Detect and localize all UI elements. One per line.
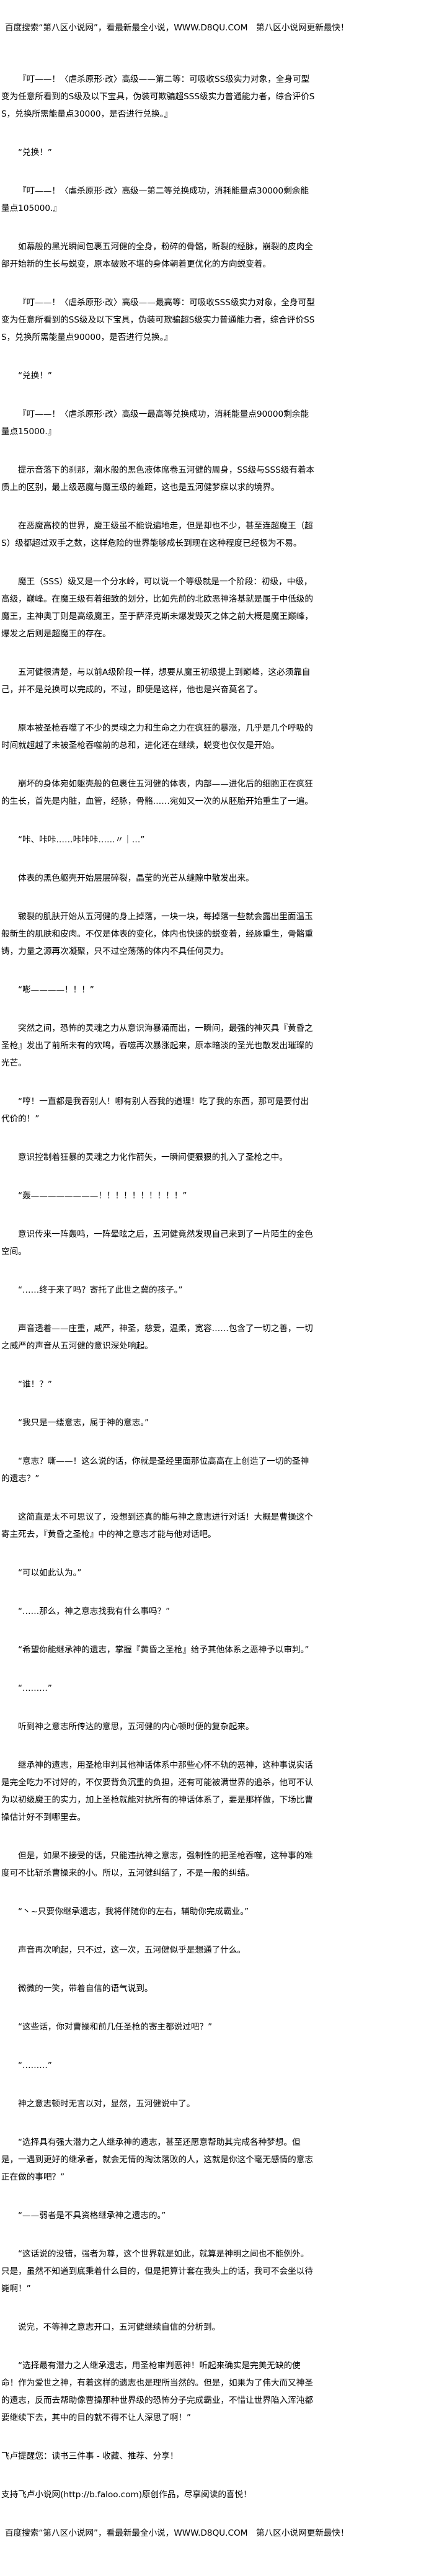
paragraph: 崩坏的身体宛如躯壳般的包裹住五河健的体表，内部——进化后的细胞正在疯狂的生长，首…: [1, 779, 313, 806]
paragraph: 如幕般的黑光瞬间包裹五河健的全身，粉碎的骨骼，断裂的经脉，崩裂的皮肉全部开始新的…: [1, 242, 313, 269]
paragraph: 声音透着——庄重，威严，神圣，慈爱，温柔，宽容……包含了一切之善，一切之威严的声…: [1, 1324, 313, 1351]
paragraph: “………”: [18, 1683, 52, 1693]
paragraph: “咔、咔咔……咔咔咔……〃｜…”: [18, 835, 145, 845]
paragraph: “兑换！”: [18, 148, 52, 158]
paragraph: “……终于来了吗？寄托了此世之冀的孩子。”: [18, 1285, 183, 1295]
paragraph: 意识传来一阵轰鸣，一阵晕眩之后，五河健竟然发现自己来到了一片陌生的金色空间。: [1, 1229, 313, 1257]
paragraph: “轰————————！！！！！！！！！！”: [18, 1191, 187, 1201]
paragraph: “选择最有潜力之人继承遗志，用圣枪审判恶神！听起来确实是完美无缺的使命！作为爱世…: [1, 2361, 313, 2423]
chapter-content: 『叮——！〈虐杀原形·改〉高级——第二等：可吸收SS级实力对象，全身可型变为任意…: [0, 71, 434, 2427]
paragraph: “谁！？”: [18, 1379, 52, 1389]
paragraph: 说完，不等神之意志开口，五河健继续自信的分析到。: [18, 2322, 221, 2332]
paragraph: “………”: [18, 2061, 52, 2070]
paragraph: 提示音落下的刹那，潮水般的黑色液体席卷五河健的周身，SS级与SSS级有着本质上的…: [1, 465, 315, 492]
paragraph: 但是，如果不接受的话，只能违抗神之意志，强制性的把圣枪吞噬，这种事的难度可不比斩…: [1, 1851, 313, 1878]
paragraph: 皲裂的肌肤开始从五河健的身上掉落，一块一块，每掉落一些就会露出里面温玉般新生的肌…: [1, 912, 313, 956]
paragraph: “哼！一直都是我吞别人！哪有别人吞我的道理！吃了我的东西，那可是要付出代价的！”: [1, 1097, 309, 1124]
paragraph: 听到神之意志所传达的意思，五河健的内心顿时便的复杂起来。: [18, 1722, 254, 1732]
paragraph: “这话说的没错，强者为尊，这个世界就是如此，就算是神明之间也不能例外。只是，虽然…: [1, 2249, 313, 2294]
paragraph: 体表的黑色躯壳开始层层碎裂，晶莹的光芒从缝隙中散发出来。: [18, 873, 254, 883]
paragraph: “……那么，神之意志找我有什么事吗？”: [18, 1607, 170, 1616]
reminder-text: 飞卢提醒您：读书三件事 - 收藏、推荐、分享！: [1, 2451, 179, 2461]
site-banner-top: 百度搜索“第八区小说网”，看最新最全小说，WWW.D8QU.COM 第八区小说网…: [5, 23, 349, 33]
paragraph: 继承神的遗志，用圣枪审判其他神话体系中那些心怀不轨的恶神，这种事说实话是完全吃力…: [1, 1760, 313, 1822]
paragraph: “可以如此认为。”: [18, 1568, 82, 1578]
paragraph: “丶~只要你继承遗志，我将伴随你的左右，辅助你完成霸业。”: [18, 1907, 249, 1917]
paragraph: “这些话，你对曹操和前几任圣枪的寄主都说过吧？”: [18, 2022, 213, 2032]
paragraph: 魔王（SSS）级又是一个分水岭，可以说一个等级就是一个阶段：初级，中级，高级，巅…: [1, 577, 313, 639]
paragraph: 神之意志顿时无言以对，显然，五河健说中了。: [18, 2099, 195, 2109]
paragraph: “我只是一缕意志，属于神的意志。”: [18, 1418, 149, 1428]
site-banner-bottom: 百度搜索“第八区小说网”，看最新最全小说，WWW.D8QU.COM 第八区小说网…: [5, 2528, 349, 2538]
paragraph: 『叮——！〈虐杀原形·改〉高级——最高等：可吸收SSS级实力对象，全身可型变为任…: [1, 298, 315, 342]
paragraph: “——弱者是不具资格继承神之遗志的。”: [18, 2211, 166, 2221]
paragraph: 声音再次响起，只不过，这一次，五河健似乎是想通了什么。: [18, 1945, 246, 1955]
paragraph: 在恶魔高校的世界，魔王级虽不能说遍地走，但是却也不少，甚至连超魔王（超S）级都超…: [1, 521, 313, 548]
paragraph: 『叮——！〈虐杀原形·改〉高级一第二等兑换成功，消耗能量点30000剩余能量点1…: [1, 186, 309, 213]
paragraph: 意识控制着狂暴的灵魂之力化作箭矢，一瞬间便狠狠的扎入了圣枪之中。: [18, 1152, 288, 1162]
support-link-text[interactable]: 支持飞卢小说网(http://b.faloo.com)原创作品，尽享阅读的喜悦！: [1, 2490, 252, 2500]
paragraph: 这简直是太不可思议了，没想到还真的能与神之意志进行对话！大概是曹操这个寄主死去，…: [1, 1512, 313, 1540]
paragraph: 『叮——！〈虐杀原形·改〉高级一最高等兑换成功，消耗能量点90000剩余能量点1…: [1, 409, 309, 437]
paragraph: “希望你能继承神的遗志，掌握『黄昏之圣枪』给予其他体系之恶神予以审判。”: [18, 1645, 309, 1655]
paragraph: “嘭————！！！”: [18, 985, 94, 995]
paragraph: “意志？嘶——！这么说的话，你就是圣经里面那位高高在上创造了一切的圣神的遗志？”: [1, 1456, 309, 1484]
paragraph: 微微的一笑，带着自信的语气说到。: [18, 1984, 153, 1994]
paragraph: 『叮——！〈虐杀原形·改〉高级——第二等：可吸收SS级实力对象，全身可型变为任意…: [1, 74, 315, 119]
paragraph: 五河健很清楚，与以前A级阶段一样，想要从魔王初级提上到巅峰，这必须靠自己，并不是…: [1, 667, 311, 695]
paragraph: “选择具有强大潜力之人继承神的遗志，甚至还愿意帮助其完成各种梦想。但是，一遇到更…: [1, 2137, 313, 2182]
paragraph: 原本被圣枪吞噬了不少的灵魂之力和生命之力在疯狂的暴涨，几乎是几个呼吸的时间就超越…: [1, 723, 313, 751]
paragraph: 突然之间，恐怖的灵魂之力从意识海暴涌而出，一瞬间，最强的神灭具『黄昏之圣枪』发出…: [1, 1023, 313, 1068]
paragraph: “兑换！”: [18, 371, 52, 381]
